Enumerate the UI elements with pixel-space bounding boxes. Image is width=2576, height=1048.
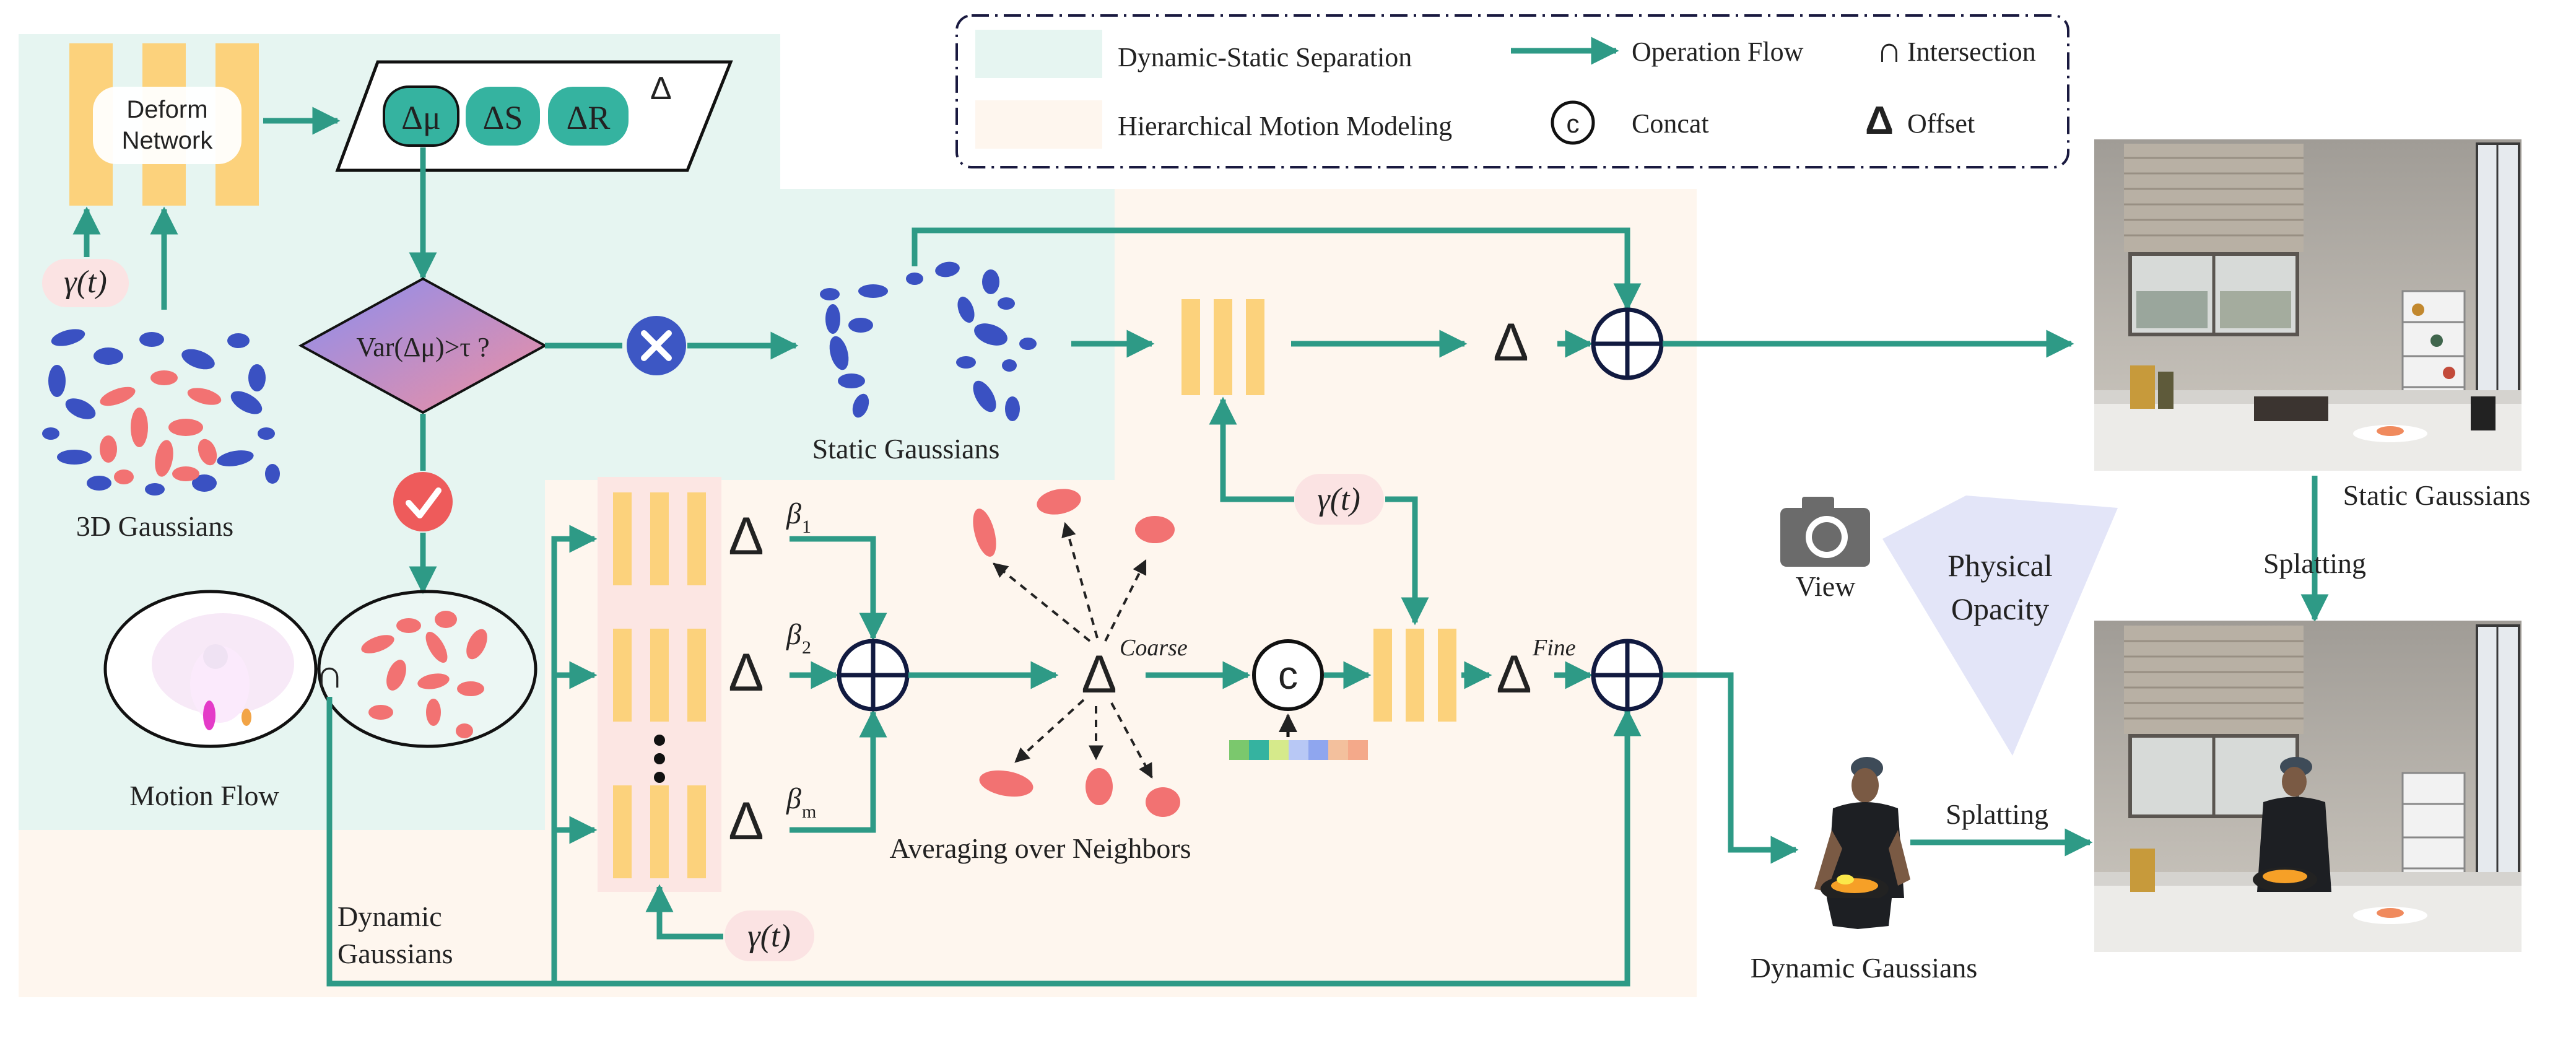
static-mlp bbox=[1181, 299, 1264, 395]
label-dynamic-2: Gaussians bbox=[337, 938, 453, 969]
delta-beta2: Δ bbox=[728, 643, 764, 702]
time-embedding-middle: γ(t) bbox=[1294, 474, 1384, 525]
deform-label-2: Network bbox=[122, 127, 214, 154]
motion-flow-venn: ∩ bbox=[103, 590, 537, 748]
delta-fine: Δ bbox=[1496, 645, 1531, 704]
svg-text:γ(t): γ(t) bbox=[1317, 482, 1360, 517]
label-physical-1: Physical bbox=[1947, 548, 2052, 583]
final-render-image bbox=[2094, 621, 2522, 952]
delta-static: Δ bbox=[1493, 313, 1528, 372]
legend-operation-flow: Operation Flow bbox=[1632, 37, 1804, 67]
svg-text:γ(t): γ(t) bbox=[64, 264, 107, 300]
delta-coarse: Δ bbox=[1081, 645, 1116, 704]
offset-parallelogram: Δμ ΔS ΔR Δ bbox=[335, 60, 733, 172]
plus-static bbox=[1591, 307, 1664, 380]
legend-offset: Offset bbox=[1907, 108, 1975, 139]
time-embedding-left: γ(t) bbox=[42, 259, 129, 307]
camera-icon bbox=[1780, 497, 1870, 567]
neighbor-arrows bbox=[973, 489, 1180, 817]
static-gaussian-cloud bbox=[820, 261, 1037, 421]
background-regions bbox=[19, 34, 1697, 997]
beta2-sym: β bbox=[786, 618, 801, 651]
offset-delta: Δ bbox=[650, 71, 672, 107]
arrow-fine-to-dynamic bbox=[1663, 672, 1799, 864]
color-strip bbox=[1229, 740, 1368, 760]
offset-s: ΔS bbox=[483, 99, 523, 136]
label-motion-flow: Motion Flow bbox=[129, 780, 279, 811]
gaussian-cloud-3d bbox=[42, 329, 280, 496]
delta-betam: Δ bbox=[728, 792, 764, 851]
deform-label-1: Deform bbox=[126, 96, 207, 123]
legend-swatch-teal bbox=[975, 30, 1102, 78]
static-render-image bbox=[2094, 139, 2522, 471]
label-coarse: Coarse bbox=[1120, 635, 1188, 661]
svg-text:γ(t): γ(t) bbox=[747, 919, 791, 954]
delta-beta1: Δ bbox=[728, 507, 764, 566]
hierarchical-region-lower bbox=[19, 189, 1697, 997]
check-badge bbox=[393, 472, 453, 531]
beta1-sub: 1 bbox=[802, 517, 811, 537]
plus-sum bbox=[837, 639, 910, 712]
arrow-dynamic-to-mlp1 bbox=[326, 525, 598, 987]
physical-opacity-triangle bbox=[1882, 496, 2118, 756]
arrow-gamma-to-mlpstack bbox=[645, 884, 723, 940]
fine-mlp bbox=[1373, 629, 1456, 722]
legend-swatch-peach bbox=[975, 100, 1102, 149]
beta1-sym: β bbox=[786, 497, 801, 530]
label-dynamic-bottom: Dynamic Gaussians bbox=[1751, 952, 1978, 984]
legend-concat-symbol: c bbox=[1567, 109, 1580, 138]
label-splatting-bottom: Splatting bbox=[1946, 798, 2048, 830]
arrow-betam-to-sum bbox=[790, 709, 887, 833]
legend-intersection: Intersection bbox=[1907, 37, 2036, 67]
label-averaging: Averaging over Neighbors bbox=[889, 832, 1191, 864]
deform-network: Deform Network bbox=[69, 43, 259, 206]
label-dynamic-1: Dynamic bbox=[337, 901, 442, 932]
concat-node: c bbox=[1252, 639, 1324, 711]
legend: Dynamic-Static Separation Hierarchical M… bbox=[955, 14, 2069, 168]
label-static-gaussians: Static Gaussians bbox=[812, 433, 1000, 465]
svg-text:c: c bbox=[1278, 653, 1298, 697]
label-3d-gaussians: 3D Gaussians bbox=[76, 510, 233, 542]
offset-r: ΔR bbox=[567, 99, 611, 136]
legend-concat: Concat bbox=[1632, 108, 1709, 139]
arrow-beta1-to-sum bbox=[790, 536, 887, 641]
arrow-gamma-to-fine-mlp bbox=[1385, 496, 1429, 626]
variance-decision: Var(Δμ)>τ ? bbox=[298, 277, 548, 414]
offset-mu: Δμ bbox=[401, 99, 441, 136]
mlp-stack bbox=[613, 492, 706, 878]
cross-badge bbox=[627, 316, 686, 375]
betam-sym: β bbox=[786, 782, 801, 815]
legend-offset-icon: Δ bbox=[1865, 98, 1894, 142]
label-physical-2: Opacity bbox=[1951, 592, 2049, 626]
label-static-right: Static Gaussians bbox=[2343, 479, 2531, 511]
arrow-static-to-plus-top bbox=[912, 227, 1642, 312]
legend-intersection-icon: ∩ bbox=[1876, 30, 1902, 70]
label-splatting-right: Splatting bbox=[2263, 548, 2366, 579]
label-fine: Fine bbox=[1532, 635, 1576, 661]
dynamic-gaussians-person bbox=[1814, 757, 1910, 929]
label-view: View bbox=[1796, 570, 1856, 602]
plus-fine bbox=[1591, 639, 1664, 712]
legend-hierarchical: Hierarchical Motion Modeling bbox=[1118, 111, 1452, 141]
intersection-symbol: ∩ bbox=[315, 652, 344, 696]
legend-box bbox=[955, 14, 2069, 168]
time-embedding-bottom: γ(t) bbox=[724, 910, 814, 961]
decision-text: Var(Δμ)>τ ? bbox=[356, 332, 489, 362]
betam-sub: m bbox=[802, 801, 816, 822]
legend-concat-icon bbox=[1551, 100, 1595, 145]
legend-dynamic-static: Dynamic-Static Separation bbox=[1118, 42, 1412, 72]
beta2-sub: 2 bbox=[802, 637, 811, 658]
arrow-gamma-to-static-mlp bbox=[1209, 396, 1294, 502]
